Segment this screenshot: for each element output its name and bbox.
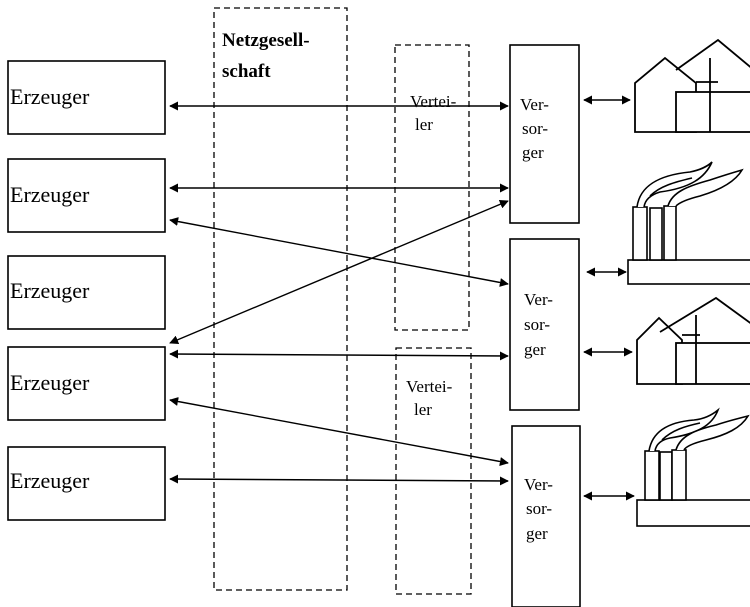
- erzeuger-box-4: Erzeuger: [7, 346, 166, 421]
- verteiler-2-label-line2: ler: [414, 400, 432, 419]
- netzgesellschaft-label-line2: schaft: [222, 61, 271, 82]
- netzgesellschaft-label-line1: Netzgesell-: [222, 30, 310, 51]
- house-icon: [634, 38, 750, 133]
- versorger-box-1: Ver- sor- ger: [509, 44, 580, 224]
- erzeuger-box-2: Erzeuger: [7, 158, 166, 233]
- erzeuger-label: Erzeuger: [10, 278, 90, 303]
- factory-icon: [627, 161, 750, 285]
- versorger-2-line1: Ver-: [524, 290, 553, 309]
- verteiler-1-label-line2: ler: [415, 115, 433, 134]
- verteiler-1-label-line1: Vertei-: [410, 92, 457, 111]
- house-icon: [636, 296, 750, 385]
- erzeuger-label: Erzeuger: [10, 370, 90, 395]
- erzeuger-label: Erzeuger: [10, 468, 90, 493]
- erzeuger-label: Erzeuger: [10, 182, 90, 207]
- erzeuger-box-1: Erzeuger: [7, 60, 166, 135]
- versorger-3-line1: Ver-: [524, 475, 553, 494]
- verteiler-region-2: Vertei- ler: [395, 347, 472, 595]
- versorger-box-3: Ver- sor- ger: [511, 425, 581, 607]
- erzeuger-label: Erzeuger: [10, 84, 90, 109]
- netzgesellschaft-region: Netzgesell- schaft: [213, 7, 348, 591]
- arrow-erzeuger4-versorger2: [169, 349, 509, 361]
- erzeuger-box-5: Erzeuger: [7, 446, 166, 521]
- arrow-erzeuger2-versorger2: [169, 217, 509, 287]
- erzeuger-box-3: Erzeuger: [7, 255, 166, 330]
- arrow-erzeuger5-versorger3: [169, 474, 509, 486]
- versorger-1-line2: sor-: [522, 119, 548, 138]
- versorger-2-line3: ger: [524, 340, 546, 359]
- versorger-1-line1: Ver-: [520, 95, 549, 114]
- versorger-2-line2: sor-: [524, 315, 550, 334]
- arrow-erzeuger4-versorger1: [169, 199, 509, 345]
- verteiler-2-label-line1: Vertei-: [406, 377, 453, 396]
- versorger-3-line3: ger: [526, 524, 548, 543]
- versorger-box-2: Ver- sor- ger: [509, 238, 580, 411]
- versorger-1-line3: ger: [522, 143, 544, 162]
- connections: [169, 101, 509, 486]
- factory-icon: [636, 407, 750, 527]
- versorger-3-line2: sor-: [526, 499, 552, 518]
- consumer-connections: [583, 95, 635, 501]
- arrow-erzeuger4-versorger3: [169, 397, 509, 466]
